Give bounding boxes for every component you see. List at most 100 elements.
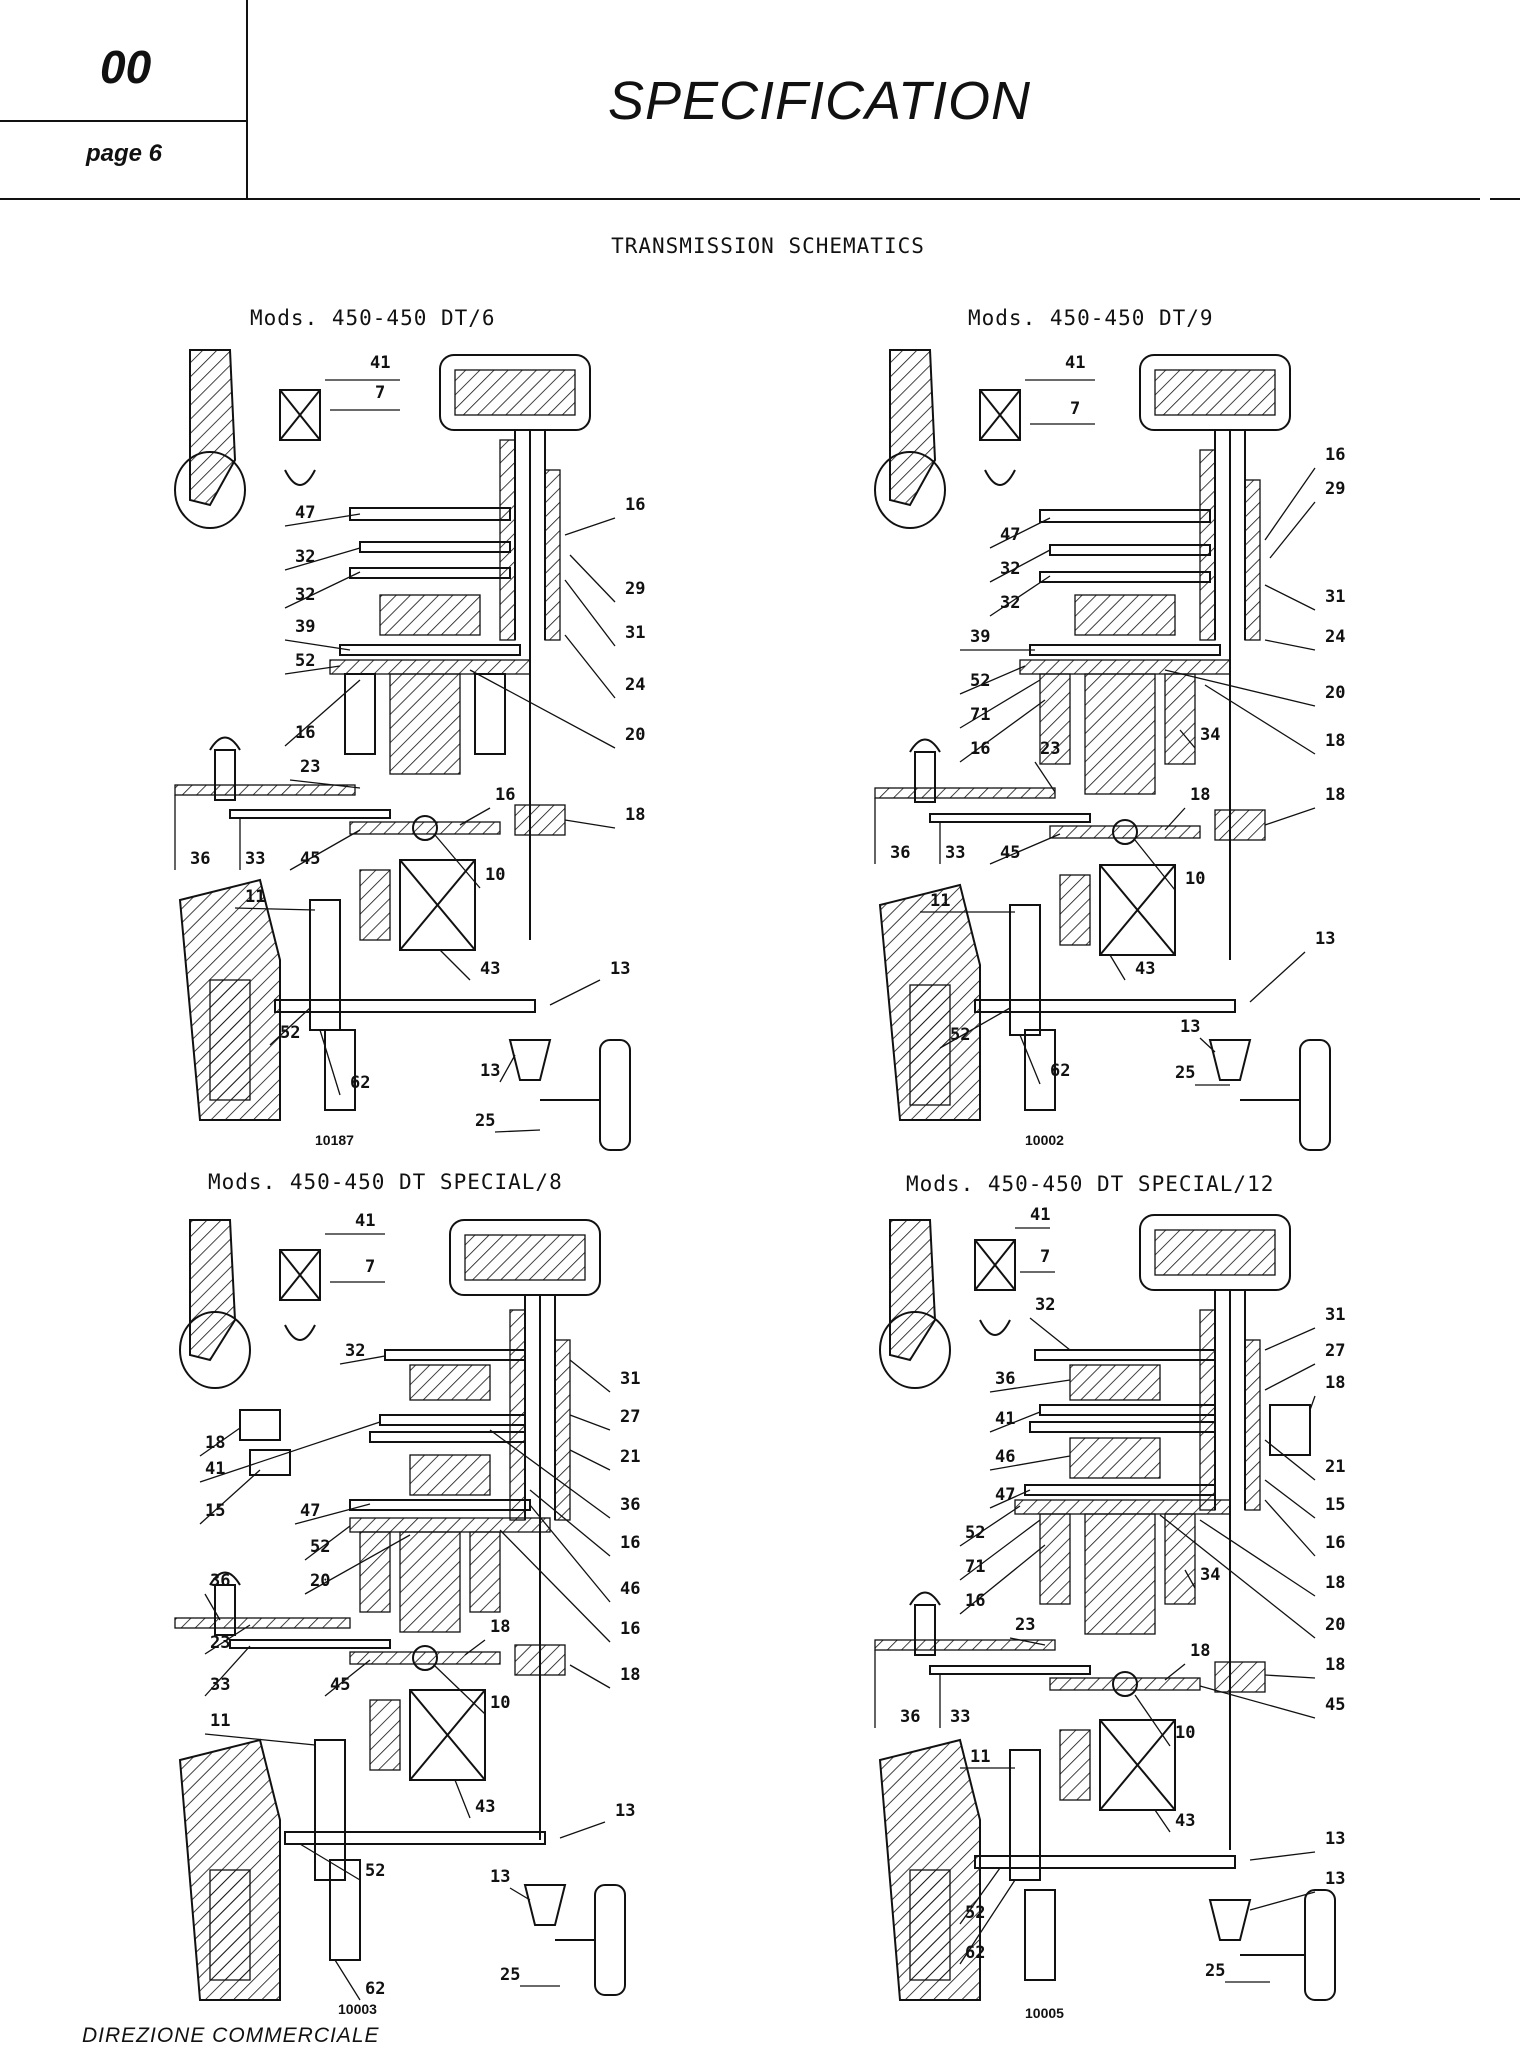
callout-label: 25: [500, 1965, 520, 1985]
panel-title-dt6: Mods. 450-450 DT/6: [250, 306, 496, 330]
callout-label: 18: [1190, 1641, 1210, 1661]
callout-label: 29: [1325, 479, 1345, 499]
header-rule-tick: [1490, 198, 1520, 200]
gear-45: [349, 821, 501, 835]
callout-label: 71: [970, 705, 990, 725]
panel-title-dt9: Mods. 450-450 DT/9: [968, 306, 1214, 330]
callout-label: 52: [970, 671, 990, 691]
callout-label: 52: [950, 1025, 970, 1045]
schematic-special12: 41 7 32 36 41 46 47 52 71 16 23 36 33 11…: [874, 1205, 1345, 2021]
callout-label: 34: [1200, 1565, 1220, 1585]
callout-label: 52: [965, 1903, 985, 1923]
bevel-13: [508, 1039, 552, 1081]
callout-label: 43: [1175, 1811, 1195, 1831]
gear-33: [229, 809, 391, 819]
callout-label: 45: [1325, 1695, 1345, 1715]
callout-label: 39: [970, 627, 990, 647]
callout-label: 18: [1325, 785, 1345, 805]
callout-label: 18: [490, 1617, 510, 1637]
callout-label: 10: [490, 1693, 510, 1713]
front-tire: [174, 451, 246, 529]
callout-label: 34: [1200, 725, 1220, 745]
callout-label: 32: [295, 585, 315, 605]
callout-label: 16: [620, 1533, 640, 1553]
callout-label: 20: [1325, 683, 1345, 703]
drawing-number-10005: 10005: [1025, 2005, 1064, 2021]
diff-carrier: [329, 659, 531, 675]
schematic-dt6: 41 7 47 32 32 39 52 16 23 36 33 45 11 52…: [174, 349, 645, 1151]
footer-text: DIREZIONE COMMERCIALE: [82, 2024, 380, 2047]
callout-label: 39: [295, 617, 315, 637]
callout-label: 20: [310, 1571, 330, 1591]
callout-label: 36: [190, 849, 210, 869]
callout-label: 23: [1015, 1615, 1035, 1635]
callout-label: 20: [1325, 1615, 1345, 1635]
callout-label: 52: [295, 651, 315, 671]
callout-label: 13: [1325, 1829, 1345, 1849]
panel-title-special8: Mods. 450-450 DT SPECIAL/8: [208, 1170, 563, 1194]
callout-label: 13: [1325, 1869, 1345, 1889]
callout-label: 27: [1325, 1341, 1345, 1361]
page-label: page 6: [86, 140, 163, 167]
callout-label: 25: [1205, 1961, 1225, 1981]
gear-32b: [349, 567, 511, 579]
callout-label: 41: [1030, 1205, 1050, 1225]
callout-label: 27: [620, 1407, 640, 1427]
drawing-number-10187: 10187: [315, 1132, 354, 1148]
callout-label: 23: [300, 757, 320, 777]
callout-label: 36: [890, 843, 910, 863]
callout-label: 32: [1000, 559, 1020, 579]
pto-joint: [209, 736, 241, 751]
callout-label: 7: [1070, 399, 1080, 419]
pto-shaft: [324, 1029, 356, 1111]
callout-label: 7: [1040, 1247, 1050, 1267]
callout-label: 46: [995, 1447, 1015, 1467]
callout-label: 33: [945, 843, 965, 863]
callout-label: 16: [295, 723, 315, 743]
callout-label: 18: [625, 805, 645, 825]
callout-label: 31: [620, 1369, 640, 1389]
callout-label: 41: [205, 1459, 225, 1479]
aux-gear-18: [239, 1409, 281, 1441]
gear-10: [412, 815, 438, 841]
callout-label: 16: [1325, 445, 1345, 465]
diff-shaft: [389, 673, 461, 775]
callout-label: 24: [1325, 627, 1345, 647]
callout-label: 18: [205, 1433, 225, 1453]
callout-label: 13: [1315, 929, 1335, 949]
schematic-dt9: 41 7 47 32 32 39 52 71 16 23 36 33 45 11…: [874, 349, 1345, 1151]
callout-label: 31: [1325, 1305, 1345, 1325]
callout-label: 32: [1035, 1295, 1055, 1315]
callout-label: 25: [475, 1111, 495, 1131]
callout-label: 13: [480, 1061, 500, 1081]
gear-52-bottom: [274, 999, 536, 1013]
callout-label: 13: [610, 959, 630, 979]
callout-label: 33: [210, 1675, 230, 1695]
front-wheel-hub: [189, 349, 237, 507]
callout-label: 18: [1325, 1655, 1345, 1675]
callout-label: 43: [475, 1797, 495, 1817]
callout-label: 62: [350, 1073, 370, 1093]
callout-label: 10: [1175, 1723, 1195, 1743]
callout-label: 36: [620, 1495, 640, 1515]
pivot-box: [279, 389, 321, 441]
callout-label: 7: [365, 1257, 375, 1277]
callout-label: 13: [615, 1801, 635, 1821]
callout-label: 29: [625, 579, 645, 599]
callout-label: 45: [1000, 843, 1020, 863]
callout-label: 36: [995, 1369, 1015, 1389]
callout-label: 15: [1325, 1495, 1345, 1515]
callout-label: 18: [620, 1665, 640, 1685]
callout-label: 11: [210, 1711, 230, 1731]
gear-18: [514, 804, 566, 836]
callout-label: 21: [620, 1447, 640, 1467]
page-title: SPECIFICATION: [608, 71, 1032, 131]
gear-32a: [359, 541, 511, 553]
front-axle-tire: [599, 1039, 631, 1151]
gear-39: [339, 644, 521, 656]
callout-label: 24: [625, 675, 645, 695]
final-drive-box: [399, 859, 476, 951]
callout-label: 47: [995, 1485, 1015, 1505]
callout-label: 46: [620, 1579, 640, 1599]
callout-label: 16: [625, 495, 645, 515]
